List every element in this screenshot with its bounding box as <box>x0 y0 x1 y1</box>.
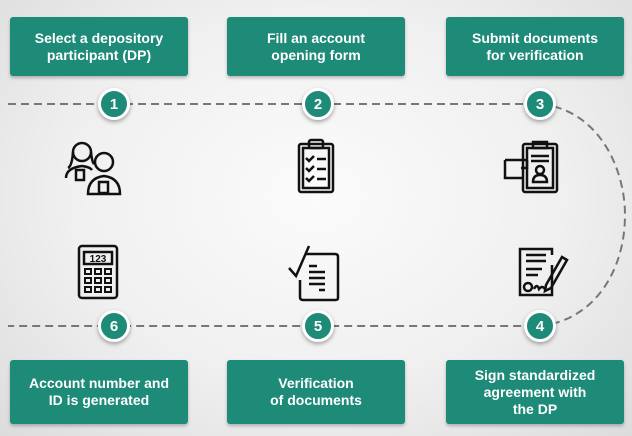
step-3-number: 3 <box>524 88 556 120</box>
step-5-box: Verification of documents <box>227 360 405 424</box>
step-4-label: Sign standardized agreement with the DP <box>474 366 596 417</box>
step-5-label: Verification of documents <box>270 375 362 408</box>
step-6-label: Account number and ID is generated <box>28 375 169 408</box>
people-id-icon <box>64 141 122 196</box>
hand-id-document-icon <box>503 140 559 194</box>
document-check-icon <box>288 245 340 302</box>
step-6-box: Account number and ID is generated <box>10 360 188 424</box>
step-4-box: Sign standardized agreement with the DP <box>446 360 624 424</box>
contract-pen-icon <box>518 247 569 297</box>
step-5-number: 5 <box>302 310 334 342</box>
step-4-number: 4 <box>524 310 556 342</box>
calculator-icon: 123 <box>77 244 119 300</box>
step-3-box: Submit documents for verification <box>446 17 624 76</box>
step-2-number: 2 <box>302 88 334 120</box>
clipboard-checklist-icon <box>297 138 335 194</box>
step-2-label: Fill an account opening form <box>266 29 365 63</box>
step-2-box: Fill an account opening form <box>227 17 405 76</box>
step-1-number: 1 <box>98 88 130 120</box>
calculator-display-text: 123 <box>90 254 107 265</box>
step-3-label: Submit documents for verification <box>471 29 598 63</box>
step-1-label: Select a depository participant (DP) <box>34 29 164 63</box>
step-6-number: 6 <box>98 310 130 342</box>
step-1-box: Select a depository participant (DP) <box>10 17 188 76</box>
